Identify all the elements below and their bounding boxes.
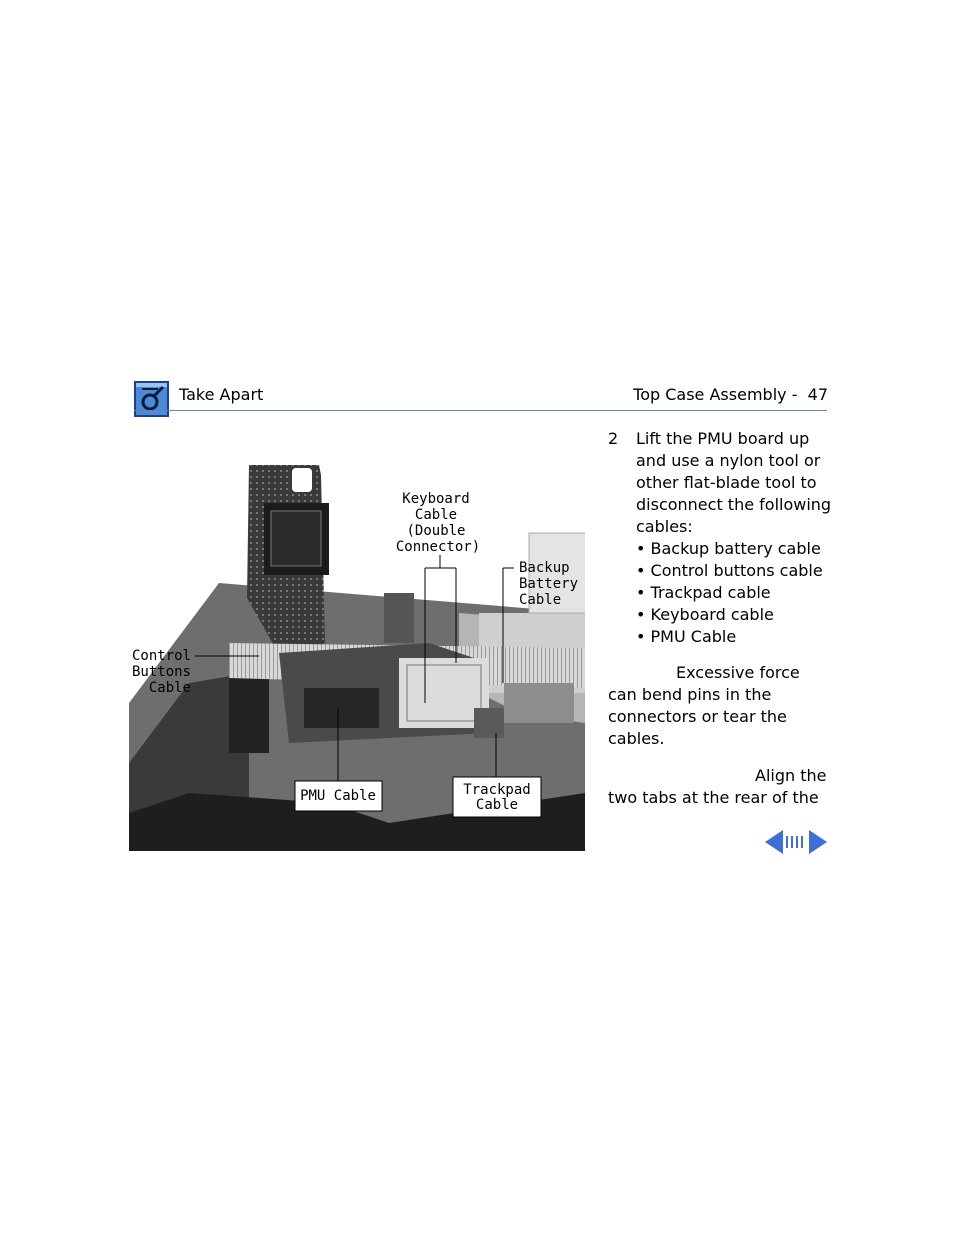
apple-screwdriver-icon — [134, 381, 169, 417]
pmu-board-photo: Keyboard Cable (Double Connector) Backup… — [129, 463, 585, 851]
replacement-text: two tabs at the rear of the — [608, 788, 819, 807]
callout-pmu: PMU Cable — [300, 788, 376, 804]
left-arrow-icon[interactable] — [765, 830, 783, 854]
callout-backup-line3: Cable — [519, 592, 561, 608]
callout-backup-line1: Backup — [519, 560, 570, 576]
step-text: Lift the PMU board up and use a nylon to… — [636, 429, 832, 536]
warning-first-line: Excessive force — [676, 663, 800, 682]
callout-control-line1: Control — [132, 648, 191, 664]
warning-text: can bend pins in the connectors or tear … — [608, 685, 787, 748]
callout-keyboard-line4: Connector) — [396, 539, 480, 555]
callout-keyboard-line2: Cable — [415, 507, 457, 523]
callout-trackpad-line2: Cable — [476, 797, 518, 813]
step-number: 2 — [608, 429, 619, 448]
list-item: • PMU Cable — [636, 627, 737, 646]
callout-control-line3: Cable — [149, 680, 191, 696]
cable-list: • Backup battery cable • Control buttons… — [636, 538, 823, 648]
list-item: • Keyboard cable — [636, 605, 774, 624]
page-title: Top Case Assembly - 47 — [633, 385, 828, 404]
header-rule — [134, 410, 827, 411]
replacement-first-line: Align the — [755, 766, 827, 785]
index-bars-icon[interactable] — [786, 836, 803, 848]
callout-control-line2: Buttons — [132, 664, 191, 680]
list-item: • Trackpad cable — [636, 583, 771, 602]
callout-keyboard-line1: Keyboard — [402, 491, 469, 507]
right-arrow-icon[interactable] — [809, 830, 827, 854]
callout-backup-line2: Battery — [519, 576, 578, 592]
callout-keyboard-line3: (Double — [406, 523, 465, 539]
list-item: • Control buttons cable — [636, 561, 823, 580]
callout-trackpad-line1: Trackpad — [463, 782, 530, 798]
section-title: Take Apart — [179, 385, 264, 404]
list-item: • Backup battery cable — [636, 539, 821, 558]
page-navigation — [765, 830, 827, 854]
